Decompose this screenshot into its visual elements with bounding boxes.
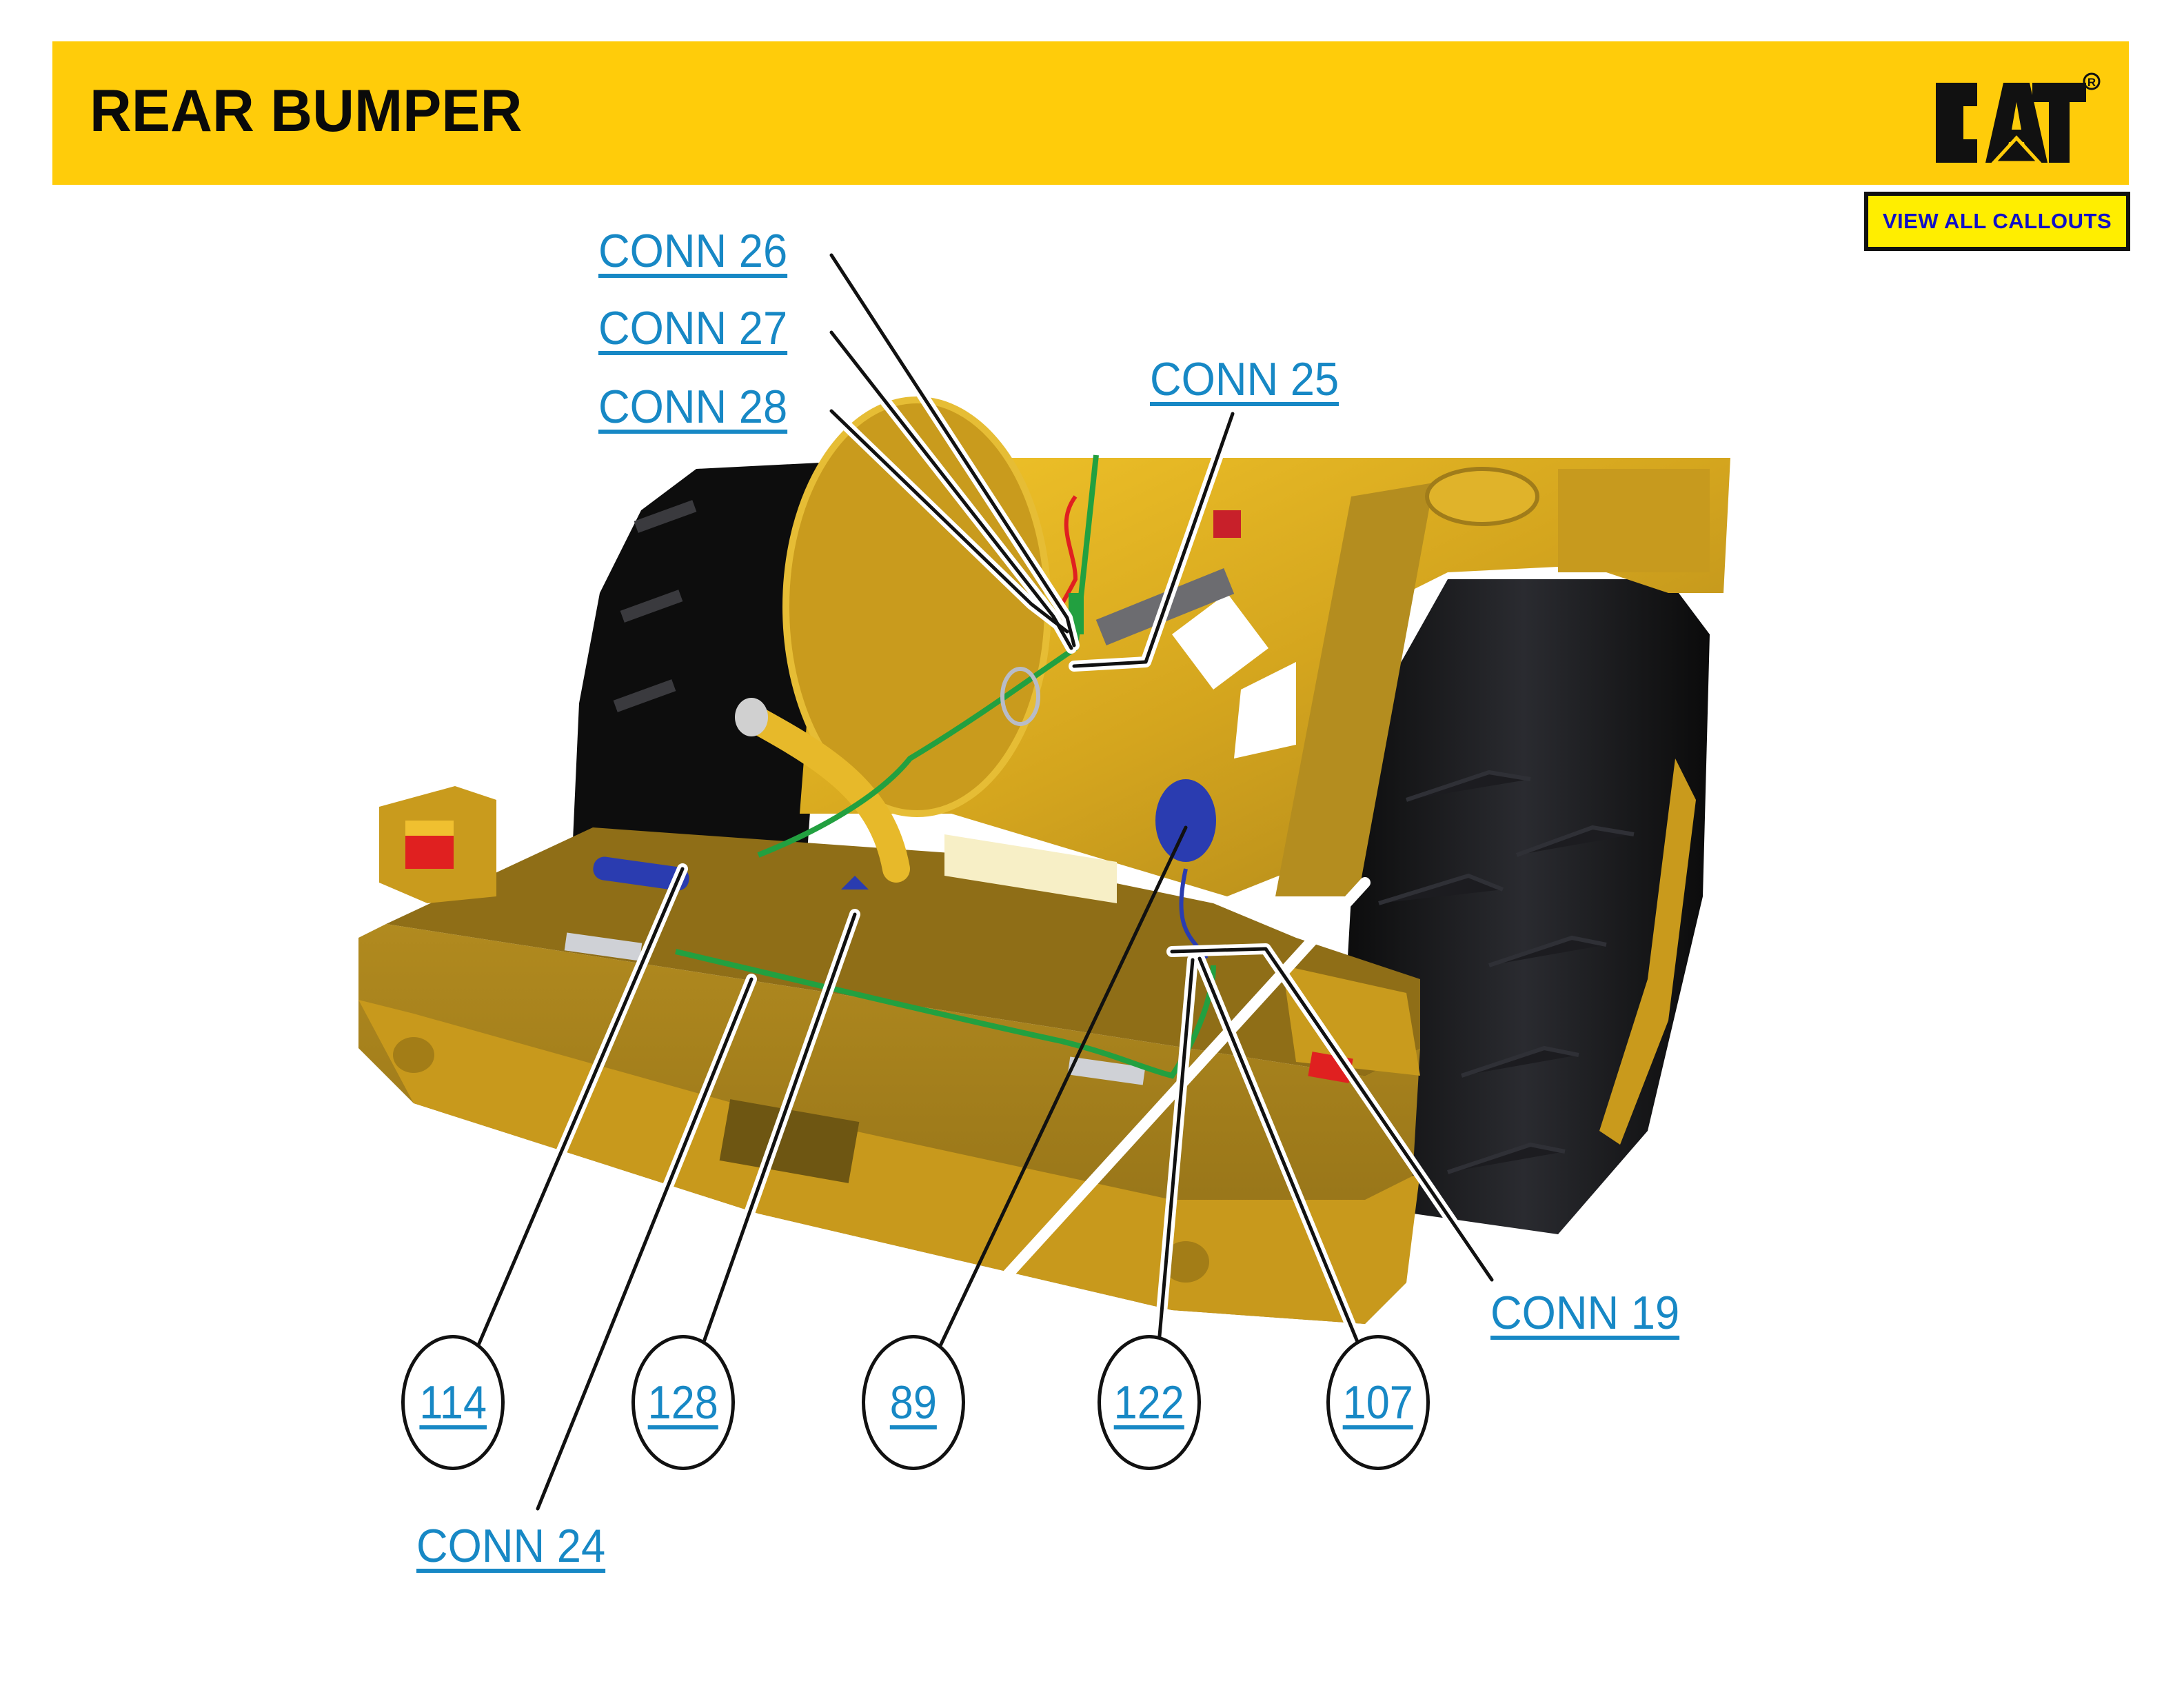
callout-bubble-89: 89 — [862, 1335, 965, 1470]
leader-conn28 — [829, 409, 1069, 634]
callout-link-122[interactable]: 122 — [1113, 1376, 1185, 1429]
leader-conn27 — [829, 330, 1073, 650]
wiring-harness-main — [675, 949, 1216, 1079]
left-tire — [572, 462, 834, 883]
right-wheel-rim — [1599, 758, 1696, 1145]
callout-conn-24[interactable]: CONN 24 — [416, 1520, 606, 1572]
bumper-front-face — [358, 1000, 1420, 1324]
callout-conn-28[interactable]: CONN 28 — [598, 381, 788, 433]
cat-logo: R — [1936, 72, 2101, 165]
left-tail-light — [405, 834, 454, 869]
leader-conn19 — [1170, 947, 1494, 1282]
logo-letter-t — [2032, 83, 2086, 163]
page-header: REAR BUMPER R — [52, 41, 2129, 185]
leader-89 — [936, 825, 1188, 1354]
blue-sensor-left — [593, 856, 689, 891]
callout-conn-27[interactable]: CONN 27 — [598, 302, 788, 354]
leader-lines — [470, 250, 1497, 1514]
leader-128 — [698, 912, 857, 1354]
callout-bubble-122: 122 — [1098, 1335, 1201, 1470]
leader-107 — [1197, 956, 1363, 1352]
page-title: REAR BUMPER — [90, 78, 523, 144]
leader-122 — [1156, 958, 1195, 1354]
leader-conn26 — [829, 253, 1076, 647]
callout-conn-19[interactable]: CONN 19 — [1490, 1287, 1680, 1339]
callout-conn-26[interactable]: CONN 26 — [598, 225, 788, 277]
callout-link-114[interactable]: 114 — [419, 1376, 487, 1429]
leader-conn25 — [1072, 412, 1235, 668]
right-tail-light-housing — [1282, 965, 1420, 1076]
logo-triangle — [1990, 135, 2043, 165]
callout-link-107[interactable]: 107 — [1342, 1376, 1414, 1429]
svg-text:R: R — [2087, 76, 2096, 89]
callout-bubble-128: 128 — [631, 1335, 735, 1470]
blue-connector-89 — [1155, 779, 1216, 862]
callout-bubble-114: 114 — [401, 1335, 505, 1470]
bumper-top — [386, 827, 1420, 1076]
callout-link-89[interactable]: 89 — [889, 1376, 938, 1429]
leader-conn24 — [536, 977, 754, 1511]
callout-bubble-107: 107 — [1326, 1335, 1430, 1470]
right-arm — [1275, 483, 1434, 896]
exhaust-pipe — [738, 703, 910, 883]
callout-conn-25[interactable]: CONN 25 — [1150, 353, 1339, 405]
wiring-harness-upper — [757, 454, 1099, 858]
right-tire — [1337, 579, 1710, 1234]
callout-link-128[interactable]: 128 — [647, 1376, 719, 1429]
right-tire-treads — [1378, 770, 1635, 1174]
left-tire-treads — [613, 500, 697, 712]
leader-114 — [474, 867, 685, 1354]
view-all-callouts-button[interactable]: VIEW ALL CALLOUTS — [1864, 192, 2130, 251]
